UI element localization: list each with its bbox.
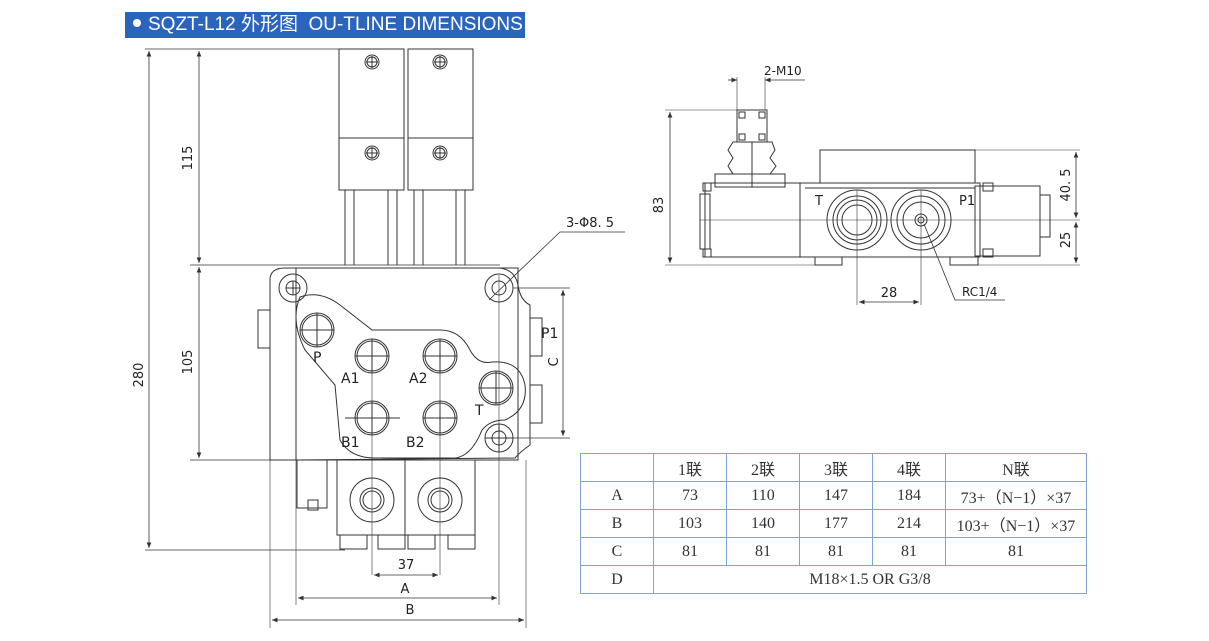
table-cell: 81	[653, 537, 727, 566]
table-header-cell: N联	[945, 453, 1087, 482]
label-side-port-t: T	[814, 194, 823, 209]
table-cell: 184	[872, 481, 946, 510]
table-header-cell	[580, 453, 654, 482]
lever-housing-1	[338, 48, 405, 265]
dim-body-height: 105	[181, 350, 196, 375]
table-cell: 73	[653, 481, 727, 510]
title-cn: 外形图	[240, 14, 298, 35]
lever-housing-2	[407, 48, 474, 265]
dim-upper: 40. 5	[1059, 168, 1074, 201]
dim-thread: 2-M10	[764, 64, 802, 78]
title-en: OU-TLINE DIMENSIONS	[308, 14, 523, 35]
table-cell: 110	[726, 481, 800, 510]
spool-ends	[296, 459, 476, 550]
valve-body-front	[257, 267, 543, 628]
table-header-cell: 3联	[799, 453, 873, 482]
bullet-icon	[133, 18, 141, 27]
dim-side-height: 83	[652, 197, 667, 214]
label-port-b2: B2	[406, 435, 425, 451]
port-p	[299, 312, 335, 348]
dim-holes: 3-Φ8. 5	[566, 216, 614, 231]
table-row: B 103 140 177 214 103+（N−1）×37	[580, 509, 1087, 538]
section-title-bar: SQZT-L12 外形图 OU-TLINE DIMENSIONS	[125, 12, 525, 38]
row-label: C	[580, 537, 654, 566]
label-port-b1: B1	[341, 435, 360, 451]
table-cell: 73+（N−1）×37	[945, 481, 1087, 510]
table-cell: 147	[799, 481, 873, 510]
dim-side-spacing: 28	[881, 286, 898, 301]
table-header-row: 1联 2联 3联 4联 N联	[580, 453, 1087, 482]
label-port-t: T	[474, 403, 484, 419]
dim-a: A	[401, 582, 410, 597]
dim-lower: 25	[1059, 232, 1074, 249]
table-header-cell: 4联	[872, 453, 946, 482]
dim-port-spacing: 37	[398, 558, 415, 573]
table-cell: 140	[726, 509, 800, 538]
row-label: B	[580, 509, 654, 538]
table-cell: 81	[945, 537, 1087, 566]
table-row: D M18×1.5 OR G3/8	[580, 565, 1087, 594]
port-t	[478, 370, 514, 406]
table-cell-span: M18×1.5 OR G3/8	[653, 565, 1087, 594]
table-row: C 81 81 81 81 81	[580, 537, 1087, 566]
table-cell: 81	[872, 537, 946, 566]
dim-c: C	[547, 357, 562, 366]
label-port-a1: A1	[341, 371, 359, 387]
table-cell: 81	[726, 537, 800, 566]
label-port-a2: A2	[409, 371, 427, 387]
table-cell: 214	[872, 509, 946, 538]
row-label: D	[580, 565, 654, 594]
table-header-cell: 1联	[653, 453, 727, 482]
dim-overall-height: 280	[132, 363, 147, 388]
dimension-table: 1联 2联 3联 4联 N联 A 73 110 147 184 73+（N−1）…	[580, 453, 1087, 594]
label-port-p: P	[313, 350, 321, 366]
table-cell: 103+（N−1）×37	[945, 509, 1087, 538]
dim-gauge-port: RC1/4	[962, 285, 997, 299]
table-cell: 103	[653, 509, 727, 538]
row-label: A	[580, 481, 654, 510]
table-cell: 81	[799, 537, 873, 566]
dim-b: B	[406, 603, 415, 618]
table-cell: 177	[799, 509, 873, 538]
label-side-port-p1: P1	[959, 194, 975, 209]
table-row: A 73 110 147 184 73+（N−1）×37	[580, 481, 1087, 510]
label-port-p1: P1	[541, 326, 558, 342]
title-model: SQZT-L12	[148, 14, 236, 35]
table-header-cell: 2联	[726, 453, 800, 482]
dim-handle-height: 115	[181, 146, 196, 171]
valve-body-side	[699, 109, 1080, 305]
